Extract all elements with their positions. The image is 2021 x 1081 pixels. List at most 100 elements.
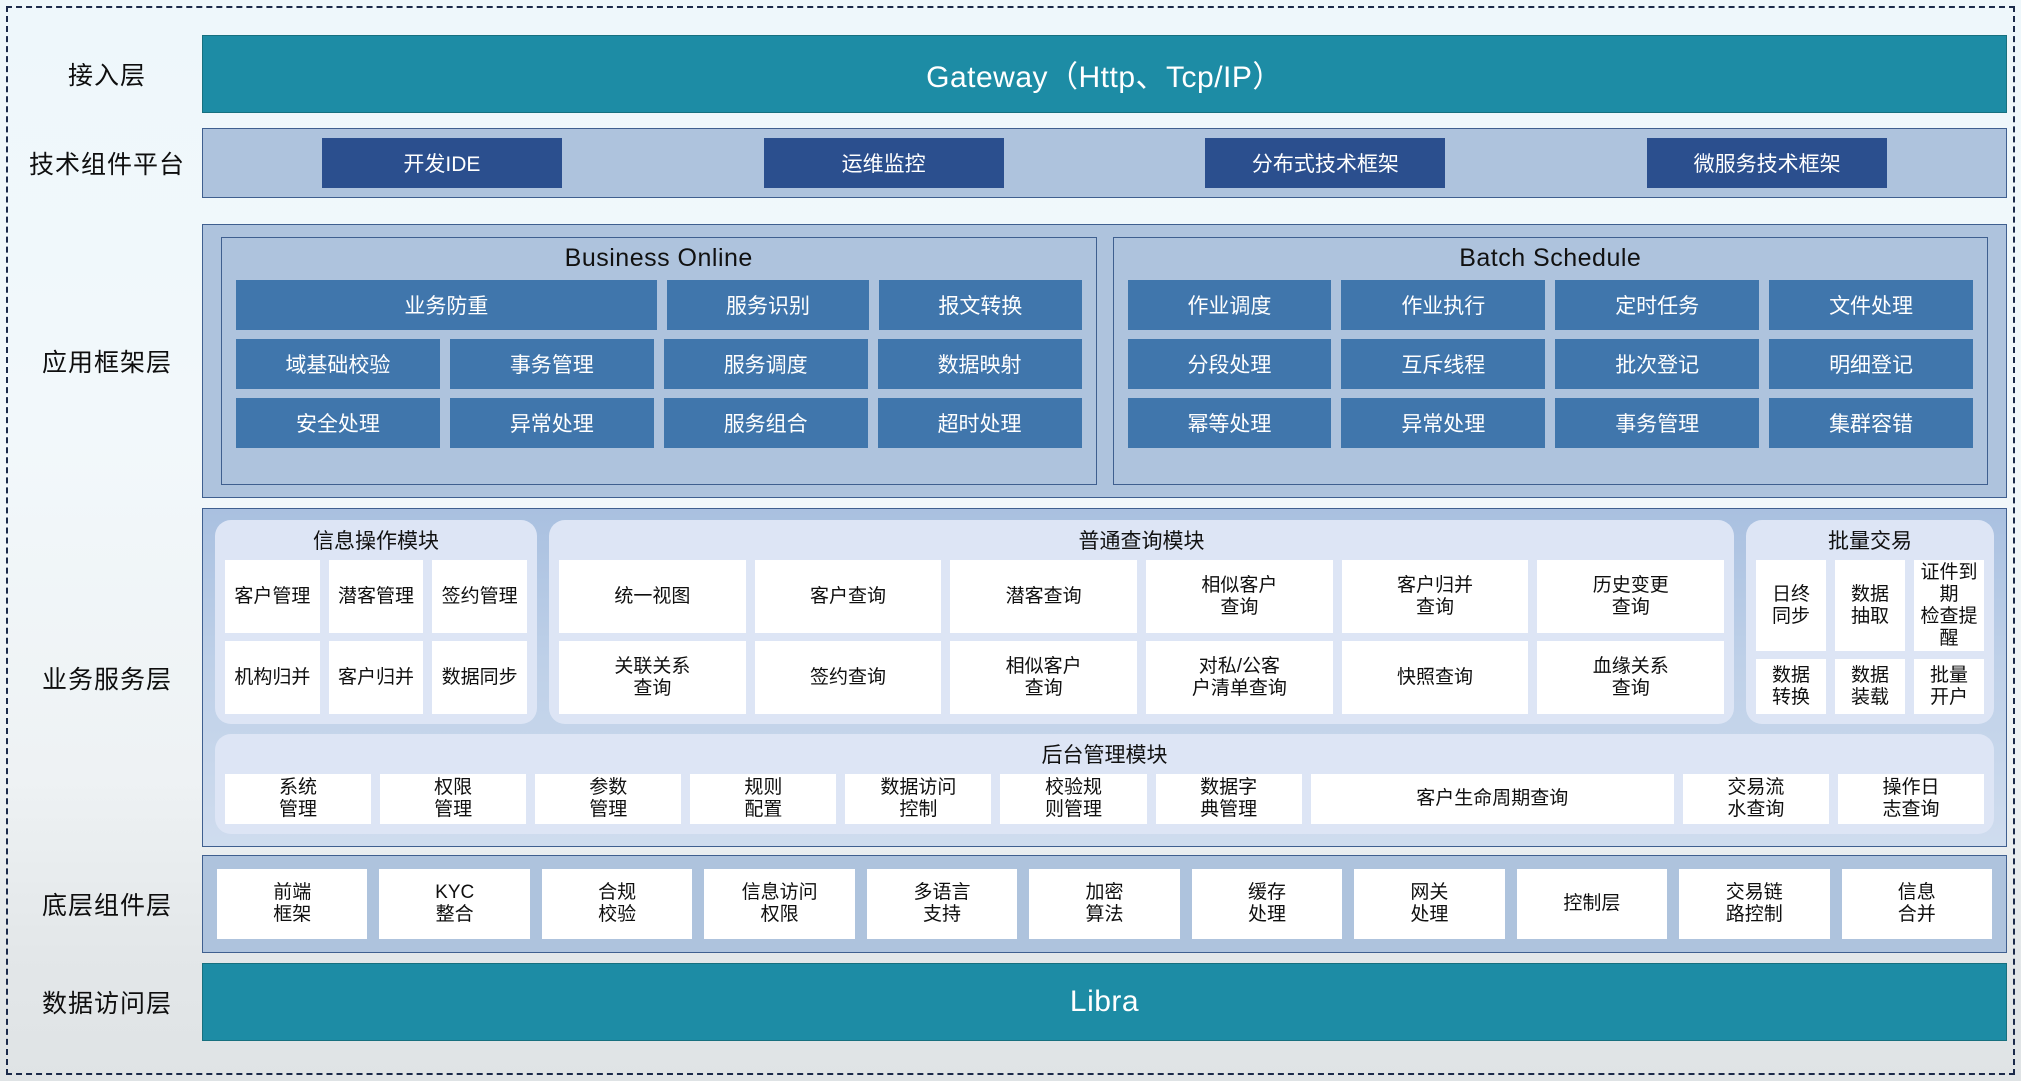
tile-domain-validation[interactable]: 域基础校验: [236, 339, 440, 389]
tile-data-mapping[interactable]: 数据映射: [877, 339, 1082, 389]
panel-normal-query: 普通查询模块 统一视图 客户查询 潜客查询 相似客户 查询 客户归并 查询 历史…: [549, 520, 1734, 724]
panel-row: 系统 管理 权限 管理 参数 管理 规则 配置 数据访问 控制 校验规 则管理 …: [225, 774, 1985, 824]
tech-platform-band: 开发IDE 运维监控 分布式技术框架 微服务技术框架: [202, 128, 2007, 198]
tile-operation-log-query[interactable]: 操作日 志查询: [1837, 774, 1985, 824]
tile-customer-merge[interactable]: 客户归并: [328, 641, 424, 714]
tile-business-dedup[interactable]: 业务防重: [236, 280, 657, 330]
tile-relationship-query[interactable]: 关联关系 查询: [559, 641, 746, 714]
app-framework-row: 安全处理 异常处理 服务组合 超时处理: [236, 398, 1082, 448]
panel-row: 数据 转换 数据 装载 批量 开户: [1756, 659, 1984, 714]
group-title-batch-schedule: Batch Schedule: [1459, 244, 1642, 272]
tile-data-sync[interactable]: 数据同步: [432, 641, 528, 714]
tile-encryption-algorithm[interactable]: 加密 算法: [1029, 869, 1180, 939]
tile-parameter-mgmt[interactable]: 参数 管理: [535, 774, 682, 824]
panel-title-backend-admin: 后台管理模块: [1041, 744, 1168, 767]
panel-batch-transaction: 批量交易 日终 同步 数据 抽取 证件到期 检查提醒 数据 转换 数据 装载 批…: [1746, 520, 1994, 724]
tile-info-merge[interactable]: 信息 合并: [1841, 869, 1992, 939]
tile-security-handling[interactable]: 安全处理: [236, 398, 440, 448]
tile-mutex-thread[interactable]: 互斥线程: [1341, 339, 1546, 389]
tech-tile-distributed-framework[interactable]: 分布式技术框架: [1205, 138, 1446, 188]
tile-idempotent-processing[interactable]: 幂等处理: [1127, 398, 1332, 448]
panel-row: 日终 同步 数据 抽取 证件到期 检查提醒: [1756, 560, 1984, 652]
tile-cluster-fault-tolerance[interactable]: 集群容错: [1769, 398, 1973, 448]
tile-service-composition[interactable]: 服务组合: [663, 398, 868, 448]
tech-tile-microservice-framework[interactable]: 微服务技术框架: [1647, 138, 1888, 188]
tile-similar-customer-query-b[interactable]: 相似客户 查询: [950, 641, 1138, 714]
tile-data-extract[interactable]: 数据 抽取: [1835, 560, 1905, 652]
layer-label-data-access: 数据访问层: [41, 990, 172, 1018]
panel-row: 关联关系 查询 签约查询 相似客户 查询 对私/公客 户清单查询 快照查询 血缘…: [559, 641, 1725, 714]
business-service-band: 信息操作模块 客户管理 潜客管理 签约管理 机构归并 客户归并 数据同步 普通查…: [202, 508, 2007, 847]
tile-transaction-mgmt[interactable]: 事务管理: [449, 339, 654, 389]
tile-message-transform[interactable]: 报文转换: [879, 280, 1082, 330]
tile-customer-mgmt[interactable]: 客户管理: [225, 560, 320, 633]
tile-similar-customer-query-a[interactable]: 相似客户 查询: [1146, 560, 1333, 633]
tile-private-public-customer-list-query[interactable]: 对私/公客 户清单查询: [1146, 641, 1333, 714]
tile-rule-config[interactable]: 规则 配置: [690, 774, 837, 824]
tile-segment-processing[interactable]: 分段处理: [1127, 339, 1332, 389]
app-framework-row: 幂等处理 异常处理 事务管理 集群容错: [1127, 398, 1973, 448]
panel-row: 统一视图 客户查询 潜客查询 相似客户 查询 客户归并 查询 历史变更 查询: [559, 560, 1725, 633]
tile-transaction-link-control[interactable]: 交易链 路控制: [1679, 869, 1830, 939]
group-batch-schedule: Batch Schedule 作业调度 作业执行 定时任务 文件处理 分段处理 …: [1112, 237, 1988, 485]
tile-info-access-permission[interactable]: 信息访问 权限: [704, 869, 855, 939]
tile-transaction-flow-query[interactable]: 交易流 水查询: [1682, 774, 1829, 824]
tile-snapshot-query[interactable]: 快照查询: [1341, 641, 1529, 714]
tile-compliance-check[interactable]: 合规 校验: [541, 869, 693, 939]
tile-org-merge[interactable]: 机构归并: [225, 641, 320, 714]
panel-title-normal-query: 普通查询模块: [1078, 530, 1205, 553]
tile-job-scheduling[interactable]: 作业调度: [1127, 280, 1332, 330]
tech-tile-ide[interactable]: 开发IDE: [321, 138, 562, 188]
group-title-business-online: Business Online: [564, 244, 753, 272]
tile-batch-account-open[interactable]: 批量 开户: [1914, 659, 1984, 714]
layer-label-component: 底层组件层: [41, 892, 172, 920]
tile-batch-registration[interactable]: 批次登记: [1555, 339, 1760, 389]
app-framework-row: 业务防重 服务识别 报文转换: [236, 280, 1082, 330]
tile-eod-sync[interactable]: 日终 同步: [1756, 560, 1826, 652]
tile-lineage-query[interactable]: 血缘关系 查询: [1537, 641, 1725, 714]
tile-exception-handling[interactable]: 异常处理: [449, 398, 654, 448]
tile-gateway-processing[interactable]: 网关 处理: [1354, 869, 1505, 939]
panel-backend-admin: 后台管理模块 系统 管理 权限 管理 参数 管理 规则 配置 数据访问 控制 校…: [215, 734, 1994, 834]
tile-contract-query[interactable]: 签约查询: [754, 641, 942, 714]
tile-prospect-mgmt[interactable]: 潜客管理: [328, 560, 424, 633]
layer-label-app-framework: 应用框架层: [41, 349, 172, 377]
tile-history-change-query[interactable]: 历史变更 查询: [1537, 560, 1725, 633]
tile-timed-task[interactable]: 定时任务: [1555, 280, 1760, 330]
tile-batch-transaction-mgmt[interactable]: 事务管理: [1555, 398, 1760, 448]
tile-frontend-framework[interactable]: 前端 框架: [217, 869, 368, 939]
tile-permission-mgmt[interactable]: 权限 管理: [380, 774, 527, 824]
tile-service-identify[interactable]: 服务识别: [666, 280, 870, 330]
tile-control-layer[interactable]: 控制层: [1516, 869, 1668, 939]
tile-timeout-handling[interactable]: 超时处理: [877, 398, 1082, 448]
panel-row: 客户管理 潜客管理 签约管理: [225, 560, 528, 633]
tile-data-transform[interactable]: 数据 转换: [1756, 659, 1826, 714]
tile-data-dictionary-mgmt[interactable]: 数据字 典管理: [1155, 774, 1302, 824]
tile-customer-lifecycle-query[interactable]: 客户生命周期查询: [1310, 774, 1674, 824]
tile-detail-registration[interactable]: 明细登记: [1769, 339, 1973, 389]
tile-system-mgmt[interactable]: 系统 管理: [225, 774, 372, 824]
tile-validation-rule-mgmt[interactable]: 校验规 则管理: [1000, 774, 1147, 824]
tile-service-scheduling[interactable]: 服务调度: [663, 339, 868, 389]
component-layer-band: 前端 框架 KYC 整合 合规 校验 信息访问 权限 多语言 支持 加密 算法 …: [202, 855, 2007, 953]
layer-label-tech-platform: 技术组件平台: [28, 151, 185, 179]
tile-prospect-query[interactable]: 潜客查询: [950, 560, 1138, 633]
tile-contract-mgmt[interactable]: 签约管理: [432, 560, 528, 633]
tile-batch-exception-handling[interactable]: 异常处理: [1341, 398, 1546, 448]
tile-file-processing[interactable]: 文件处理: [1769, 280, 1973, 330]
tile-job-execution[interactable]: 作业执行: [1341, 280, 1546, 330]
tile-customer-merge-query[interactable]: 客户归并 查询: [1341, 560, 1529, 633]
panel-info-operation: 信息操作模块 客户管理 潜客管理 签约管理 机构归并 客户归并 数据同步: [215, 520, 537, 724]
tile-unified-view[interactable]: 统一视图: [559, 560, 746, 633]
tech-tile-ops-monitor[interactable]: 运维监控: [763, 138, 1004, 188]
tile-cache-processing[interactable]: 缓存 处理: [1191, 869, 1343, 939]
app-framework-row: 域基础校验 事务管理 服务调度 数据映射: [236, 339, 1082, 389]
tile-cert-expiry-reminder[interactable]: 证件到期 检查提醒: [1914, 560, 1984, 652]
tile-customer-query[interactable]: 客户查询: [754, 560, 942, 633]
libra-bar: Libra: [202, 963, 2007, 1041]
tile-multilanguage-support[interactable]: 多语言 支持: [866, 869, 1018, 939]
tile-data-access-control[interactable]: 数据访问 控制: [845, 774, 992, 824]
tile-data-load[interactable]: 数据 装载: [1835, 659, 1905, 714]
tile-kyc-integration[interactable]: KYC 整合: [379, 869, 530, 939]
